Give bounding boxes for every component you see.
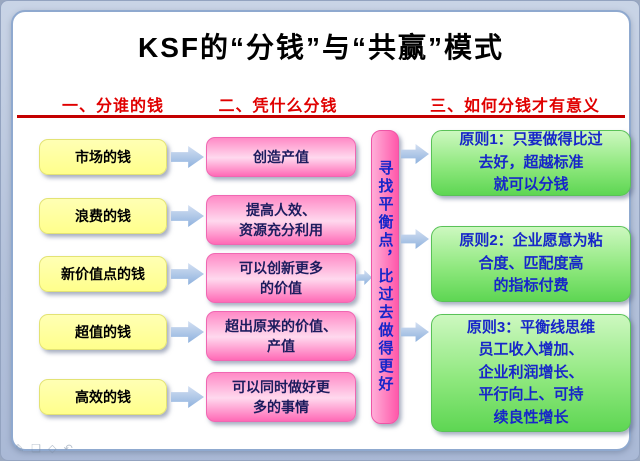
balance-bar: 寻找平衡点，比过去做得更好	[371, 130, 399, 424]
right-arrow-icon	[171, 146, 204, 168]
column-header-how: 三、如何分钱才有意义	[429, 98, 600, 115]
method-box: 提高人效、 资源充分利用	[206, 195, 356, 245]
slide: KSF的“分钱”与“共赢”模式 一、分谁的钱 二、凭什么分钱 三、如何分钱才有意…	[11, 10, 631, 451]
undo-icon: ↶	[63, 443, 73, 455]
right-arrow-icon	[401, 229, 429, 249]
right-arrow-icon	[356, 270, 372, 285]
principle-box-2: 原则2：企业愿意为粘 合度、匹配度高 的指标付费	[431, 226, 631, 302]
right-arrow-icon	[401, 144, 429, 164]
principle-box-3: 原则3：平衡线思维 员工收入增加、 企业利润增长、 平行向上、可持 续良性增长	[431, 314, 631, 432]
money-source-box: 市场的钱	[39, 139, 167, 175]
watermark-toolbar: ✎ ❏ ◇ ↶	[15, 442, 73, 455]
right-arrow-icon	[171, 321, 204, 343]
money-source-box: 超值的钱	[39, 314, 167, 350]
money-source-box: 新价值点的钱	[39, 256, 167, 292]
pencil-icon: ✎	[15, 443, 25, 455]
method-box: 可以创新更多 的价值	[206, 253, 356, 303]
right-arrow-icon	[171, 386, 204, 408]
money-source-box: 高效的钱	[39, 379, 167, 415]
method-box: 可以同时做好更 多的事情	[206, 372, 356, 422]
frame-icon: ❏	[31, 443, 42, 455]
right-arrow-icon	[401, 322, 429, 342]
right-arrow-icon	[171, 263, 204, 285]
red-divider-line	[17, 115, 625, 118]
method-box: 超出原来的价值、 产值	[206, 311, 356, 361]
page-title: KSF的“分钱”与“共赢”模式	[137, 32, 504, 63]
column-header-why: 二、凭什么分钱	[218, 98, 338, 115]
money-source-box: 浪费的钱	[39, 198, 167, 234]
principle-box-1: 原则1：只要做得比过 去好，超越标准 就可以分钱	[431, 130, 631, 196]
method-box: 创造产值	[206, 137, 356, 177]
column-header-who: 一、分谁的钱	[61, 98, 164, 115]
shape-icon: ◇	[48, 443, 57, 455]
right-arrow-icon	[171, 205, 204, 227]
balance-bar-label: 寻找平衡点，比过去做得更好	[376, 160, 394, 394]
